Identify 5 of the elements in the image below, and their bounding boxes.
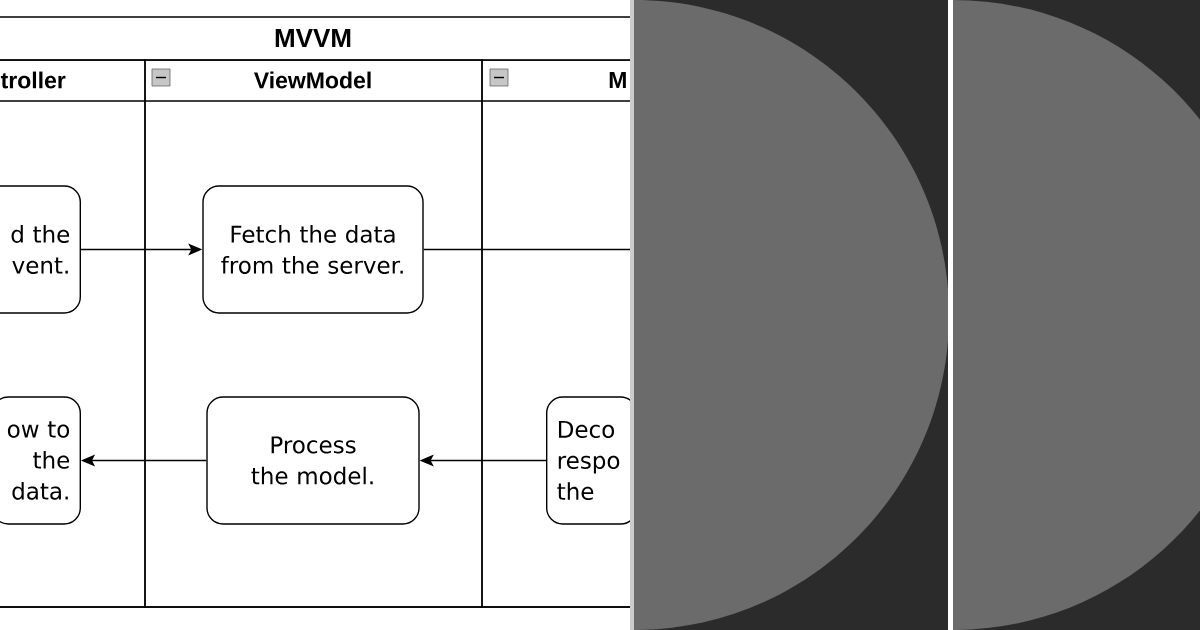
process-box: ow to the data.	[0, 396, 81, 525]
process-box: Deco respo the	[546, 396, 630, 525]
process-box: Fetch the data from the server.	[202, 185, 424, 314]
process-box: Process the model.	[206, 396, 420, 525]
process-box: d the vent.	[0, 185, 81, 314]
